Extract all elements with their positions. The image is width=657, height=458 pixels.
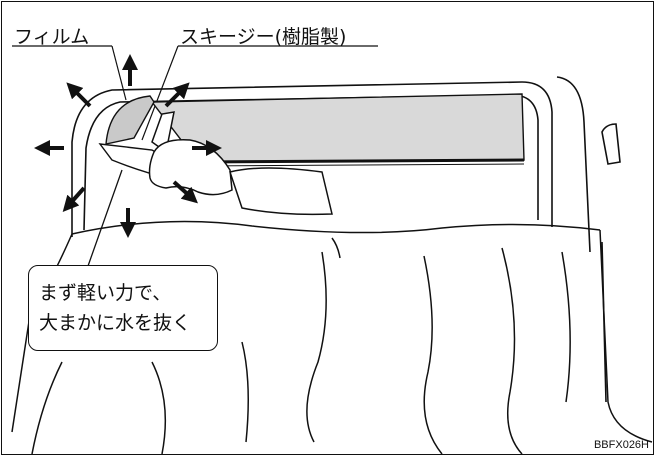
sleeve	[229, 167, 333, 216]
squeegee-label: スキージー(樹脂製)	[180, 26, 347, 48]
squeegee-and-hand	[148, 111, 333, 216]
callout-line-2: 大まかに水を抜く	[39, 312, 192, 334]
side-mirror	[601, 123, 621, 165]
label-leaders	[12, 45, 378, 141]
instruction-callout: まず軽い力で、 大まかに水を抜く	[28, 265, 218, 351]
figure-code: BBFX026H	[593, 439, 649, 451]
film-label: フィルム	[14, 26, 90, 48]
callout-pointer	[87, 169, 123, 267]
callout-line-1: まず軽い力で、	[39, 282, 172, 304]
direction-arrows	[34, 54, 222, 238]
cover-sheet	[11, 220, 653, 454]
glass-area	[150, 93, 525, 167]
